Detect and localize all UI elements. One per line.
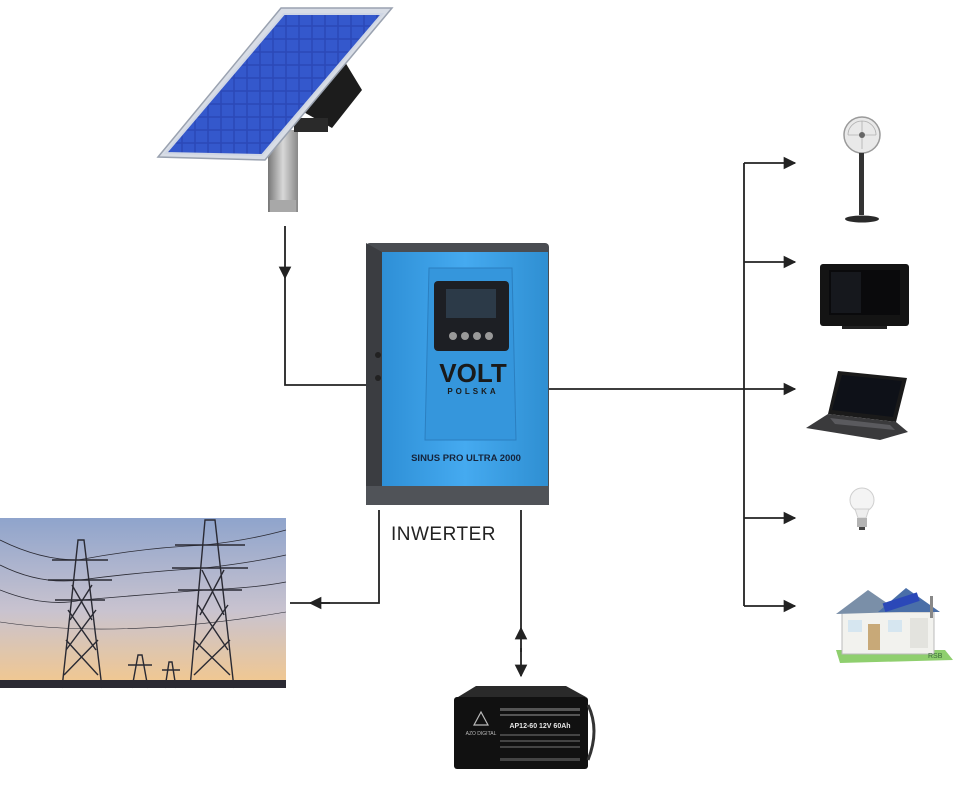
- connection-lines: [278, 156, 797, 678]
- grid-to-inverter-line: [290, 510, 380, 604]
- battery-brand: AZO DIGITAL: [466, 731, 497, 737]
- laptop-icon: [806, 371, 908, 440]
- inverter-brand: VOLT: [439, 358, 507, 388]
- house-icon: RSB: [836, 588, 953, 663]
- inverter-icon: VOLT POLSKA SINUS PRO ULTRA 2000: [366, 243, 549, 505]
- battery-icon: AZO DIGITAL AP12-60 12V 60Ah: [454, 686, 596, 769]
- power-grid-icon: [0, 518, 287, 689]
- tv-icon: [820, 264, 909, 329]
- solar-panel-icon: [156, 7, 394, 212]
- battery-model: AP12-60 12V 60Ah: [509, 723, 570, 730]
- inverter-model: SINUS PRO ULTRA 2000: [411, 453, 521, 464]
- house-tag: RSB: [928, 653, 943, 660]
- bulb-icon: [849, 487, 875, 530]
- solar-to-inverter-line-b: [284, 276, 366, 386]
- inverter-label: INWERTER: [391, 524, 496, 545]
- fan-icon: [843, 116, 881, 223]
- inverter-brand-sub: POLSKA: [447, 387, 498, 396]
